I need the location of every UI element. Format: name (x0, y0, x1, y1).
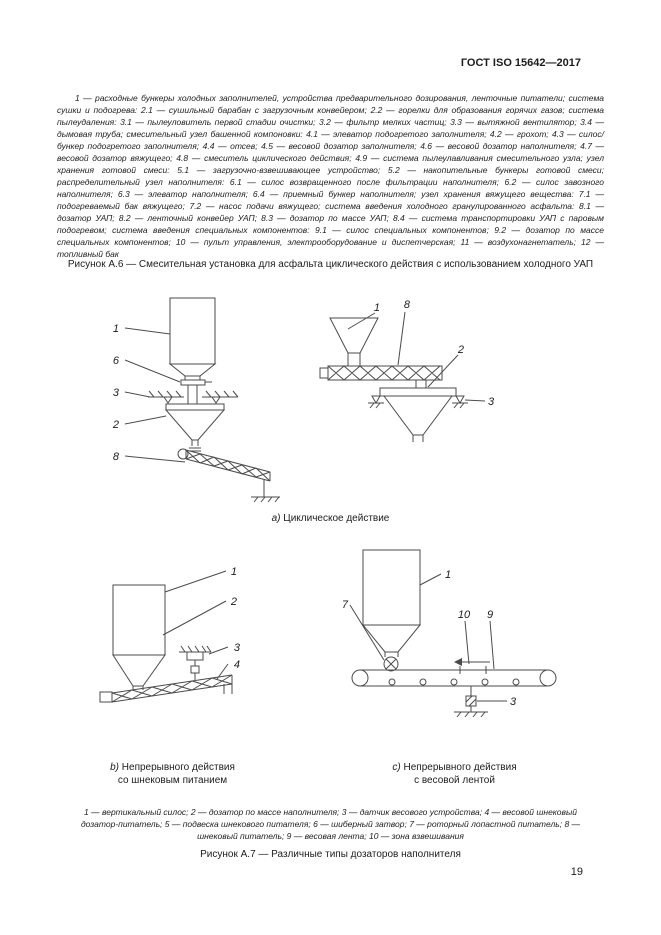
screw-feeder (177, 448, 271, 482)
subfigure-b-line2: со шнековым питанием (117, 775, 228, 786)
weigh-hopper (164, 403, 226, 452)
page-number: 19 (570, 866, 583, 878)
subfigure-c-letter: с) (392, 762, 401, 773)
discharge-chute (415, 380, 427, 388)
label-mass-doser: 2 (457, 344, 464, 356)
label-screw: 8 (113, 451, 120, 463)
vertical-silo (112, 584, 166, 690)
belt-conveyor (351, 669, 557, 687)
figure-a7-title: Рисунок А.7 — Различные типы дозаторов н… (200, 849, 461, 860)
subfigure-c-line2: с весовой лентой (414, 775, 495, 786)
subfigure-a-caption: а) Циклическое действие (0, 512, 661, 525)
subfigure-b-letter: b) (110, 762, 119, 773)
figure-a6-title: Рисунок А.6 — Смесительная установка для… (67, 259, 594, 270)
slide-gate (180, 379, 212, 386)
label-sensor: 3 (488, 396, 495, 408)
subfigure-b-line1: b) Непрерывного действия (70, 761, 275, 774)
label-rotary-feeder: 7 (342, 599, 349, 611)
weigh-vessel (379, 387, 457, 442)
leader-lines (124, 327, 186, 463)
subfigure-a-letter: а) (271, 513, 281, 524)
figure-a7-legend: 1 — вертикальный силос; 2 — дозатор по м… (80, 806, 581, 841)
doc-header-code: ГОСТ ISO 15642—2017 (460, 57, 581, 69)
diagram-a-cyclic-left: 1 6 3 2 8 (112, 297, 280, 503)
load-cells (368, 395, 468, 409)
ground-support (251, 480, 280, 503)
weigh-frame (148, 390, 239, 404)
vertical-silo (361, 549, 422, 657)
label-mass-doser: 2 (112, 419, 119, 431)
label-silo: 1 (445, 569, 451, 581)
label-screw: 8 (404, 299, 411, 311)
subfigure-b-caption: b) Непрерывного действия со шнековым пит… (70, 761, 275, 787)
subfigure-a-text: Циклическое действие (283, 513, 390, 524)
label-sensor: 3 (510, 696, 517, 708)
vertical-silo (168, 297, 217, 380)
weigh-screw-feeder (99, 674, 233, 703)
subfigure-c-caption: с) Непрерывного действия с весовой ленто… (352, 761, 557, 787)
diagram-b-screw-feed: 1 2 3 4 (99, 566, 241, 703)
subfigure-b-text: Непрерывного действия (121, 762, 235, 773)
screw-conveyor (319, 365, 443, 381)
label-mass-doser: 2 (230, 596, 237, 608)
label-silo: 1 (231, 566, 237, 578)
label-sensor: 3 (234, 642, 241, 654)
label-weigh-screw: 4 (234, 659, 240, 671)
subfigure-c-text: Непрерывного действия (403, 762, 517, 773)
subfigure-c-line1: с) Непрерывного действия (352, 761, 557, 774)
suspension-mount (179, 645, 212, 680)
label-sensor: 3 (113, 387, 120, 399)
feed-hopper (329, 317, 379, 366)
rotary-vane-feeder (383, 656, 399, 672)
diagram-a-cyclic-right: 1 8 2 3 (319, 299, 495, 442)
chute (187, 385, 198, 404)
weighing-zone-marks (454, 658, 490, 674)
label-hopper: 1 (374, 302, 380, 314)
diagram-c-belt-weigher: 1 7 10 9 3 (342, 549, 557, 718)
label-belt: 9 (487, 609, 493, 621)
label-silo: 1 (113, 323, 119, 335)
leader-lines (162, 570, 229, 680)
label-slide-gate: 6 (113, 355, 120, 367)
weight-sensor (454, 686, 488, 718)
label-weigh-zone: 10 (458, 609, 471, 621)
leader-lines (347, 311, 486, 402)
figure-a6-legend: 1 — расходные бункеры холодных заполните… (57, 92, 604, 259)
leader-lines (349, 573, 507, 702)
